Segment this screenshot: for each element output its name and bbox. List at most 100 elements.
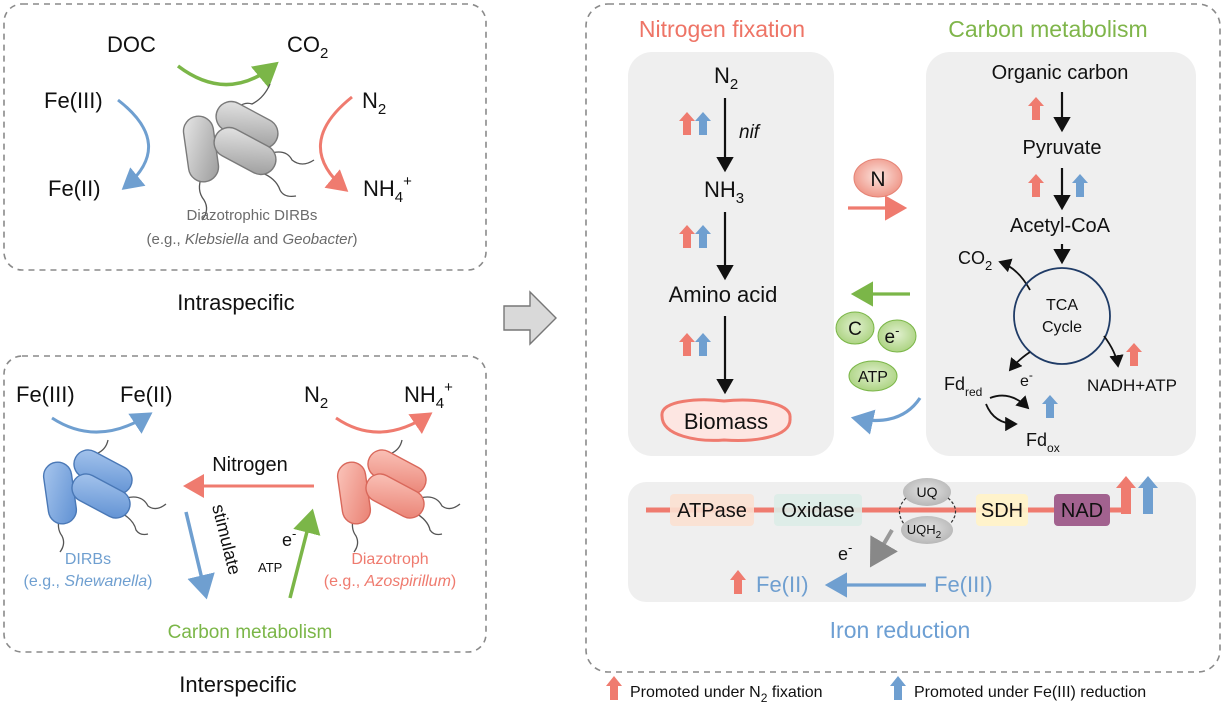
atp-bubble: ATP	[848, 360, 898, 392]
cm-electron-label: e-	[1020, 368, 1033, 390]
inter-iron-reduction-arrow	[51, 412, 153, 434]
biomass-label: Biomass	[684, 409, 768, 434]
diazotrophic-dirb-bacteria-icon	[182, 83, 315, 221]
carbon-metabolism-title: Carbon metabolism	[948, 16, 1147, 42]
red-up-arrow-icon	[1028, 97, 1044, 120]
co2-label: CO2	[287, 32, 328, 62]
atpase-label: ATPase	[677, 500, 747, 522]
cm-co2-label: CO2	[958, 248, 992, 273]
energy-return-arrow	[850, 397, 922, 435]
dirbs-label: DIRBs	[65, 551, 111, 568]
exchange-n-label: N	[870, 168, 885, 191]
red-up-arrow-icon	[1126, 343, 1142, 366]
fe2-label: Fe(II)	[48, 176, 101, 201]
inter-atp-label: ATP	[258, 560, 282, 575]
blue-up-arrow-icon	[695, 112, 711, 135]
red-up-arrow-icon	[1116, 476, 1136, 514]
uqh2-bubble: UQH2	[901, 516, 953, 544]
exchange-electron-label: e-	[885, 323, 900, 348]
legend-blue-label: Promoted under Fe(III) reduction	[914, 684, 1146, 701]
red-up-arrow-icon	[730, 570, 746, 594]
nif-label: nif	[739, 122, 761, 143]
legend-red-arrow-icon	[606, 676, 622, 700]
legend-red-label: Promoted under N2 fixation	[630, 684, 823, 705]
nitrogen-transfer-label: Nitrogen	[212, 454, 288, 476]
tca-label: TCA	[1046, 297, 1078, 314]
diazotroph-label: Diazotroph	[351, 551, 428, 568]
organism-name: Diazotrophic DIRBs	[187, 207, 318, 224]
n2-label: N2	[362, 88, 386, 118]
pyruvate-label: Pyruvate	[1023, 137, 1102, 159]
tca-to-fdred-arrow	[1008, 351, 1031, 372]
fd-red-label: Fdred	[944, 374, 982, 399]
electron-transfer-arrow	[288, 508, 321, 599]
uq-bubble: UQ	[903, 478, 951, 506]
electron-bubble: e-	[877, 319, 917, 353]
blue-up-arrow-icon	[1042, 395, 1058, 418]
nf-nh3-label: NH3	[704, 177, 744, 207]
inter-fe2-label: Fe(II)	[120, 382, 173, 407]
uq-label: UQ	[917, 484, 938, 500]
exchange-c-label: C	[848, 319, 862, 340]
inter-electron-label: e-	[282, 526, 296, 550]
inter-nitrogen-fixation-arrow	[335, 412, 433, 435]
quinone-cycle-left	[898, 497, 907, 525]
red-up-arrow-icon	[679, 225, 695, 248]
legend-blue-arrow-icon	[890, 676, 906, 700]
red-up-arrow-icon	[679, 333, 695, 356]
nf-promoted-arrows-3	[679, 333, 711, 356]
dirb-bacteria-icon	[42, 439, 167, 553]
organism-examples: (e.g., Klebsiella and Geobacter)	[147, 231, 358, 248]
ir-fe3-label: Fe(III)	[934, 572, 993, 597]
ir-fe2-label: Fe(II)	[756, 572, 809, 597]
tca-cycle-node: TCA Cycle	[1013, 267, 1111, 365]
quinone-cycle-right	[947, 497, 957, 525]
nf-n2-label: N2	[714, 63, 738, 93]
fd-ox-label: Fdox	[1026, 430, 1060, 455]
stimulate-arrow	[184, 511, 215, 600]
fd-cycle-arrow	[985, 403, 1018, 432]
red-up-arrow-icon	[1028, 174, 1044, 197]
interspecific-caption: Interspecific	[179, 672, 296, 697]
sdh-complex: SDH	[976, 494, 1028, 526]
oxidase-label: Oxidase	[781, 500, 854, 522]
fe3-label: Fe(III)	[44, 88, 103, 113]
doc-label: DOC	[107, 32, 156, 57]
inter-nh4-label: NH4+	[404, 379, 453, 412]
diazotroph-example: (e.g., Azospirillum)	[324, 573, 456, 590]
legend: Promoted under N2 fixation Promoted unde…	[606, 676, 1146, 705]
carbon-bubble: C	[835, 311, 875, 345]
iron-reduction-arrow	[117, 98, 150, 190]
diazotroph-bacteria-icon	[336, 439, 461, 553]
uqh2-label: UQH2	[907, 522, 942, 541]
organic-carbon-label: Organic carbon	[992, 62, 1129, 84]
blue-up-arrow-icon	[695, 225, 711, 248]
blue-up-arrow-icon	[695, 333, 711, 356]
intraspecific-caption: Intraspecific	[177, 290, 294, 315]
exchange-atp-label: ATP	[858, 369, 888, 386]
blue-up-arrow-icon	[1072, 174, 1088, 197]
ir-electron-label: e-	[838, 540, 852, 564]
nitrogen-fixation-box	[628, 52, 834, 456]
acetyl-coa-label: Acetyl-CoA	[1010, 215, 1111, 237]
nitrogen-bubble: N	[853, 158, 903, 198]
mechanism-panel	[585, 3, 1221, 673]
nitrogen-fixation-title: Nitrogen fixation	[639, 16, 805, 42]
stimulate-label: stimulate	[208, 502, 245, 577]
decarboxylation-arrow	[998, 258, 1031, 291]
atpase-complex: ATPase	[670, 494, 754, 526]
inter-n2-label: N2	[304, 382, 328, 412]
amino-acid-label: Amino acid	[669, 282, 778, 307]
blue-up-arrow-icon	[1138, 476, 1158, 514]
nf-promoted-arrows-2	[679, 225, 711, 248]
biomass-node: Biomass	[660, 398, 792, 442]
nad-complex: NAD	[1054, 494, 1110, 526]
inter-fe3-label: Fe(III)	[16, 382, 75, 407]
sdh-label: SDH	[981, 500, 1023, 522]
nad-label: NAD	[1061, 500, 1103, 522]
cycle-label: Cycle	[1042, 319, 1082, 336]
oxidase-complex: Oxidase	[774, 494, 862, 526]
nh4-label: NH4+	[363, 173, 412, 206]
